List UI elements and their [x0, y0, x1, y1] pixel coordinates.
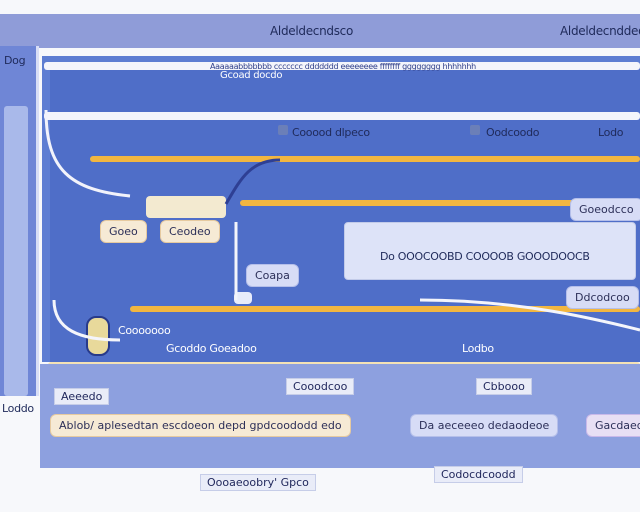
footer-left: Oooaeoobry' Gpco — [200, 474, 316, 491]
header-left-title: Aldeldecndsco — [270, 24, 353, 38]
bottom-left-label: Aeeedo — [54, 388, 110, 405]
header-right-title: Aldeldecnddeod — [560, 24, 640, 38]
left-node-top[interactable] — [146, 196, 226, 218]
center-box-label: Do OOOCOOBD COOOOB GOOODOOCB — [380, 250, 590, 263]
top-strip-small-label: Gcoad docdo — [220, 70, 283, 81]
row-header-bar — [44, 112, 640, 120]
sidebar-top-label: Dog — [4, 54, 26, 67]
row-chip-1[interactable]: Cooood dlpeco — [292, 126, 370, 139]
center-box[interactable] — [344, 222, 636, 280]
left-node-a[interactable]: Goeo — [100, 220, 147, 243]
sidebar-track[interactable] — [4, 106, 28, 396]
flow-bar-mid — [240, 200, 640, 206]
row-chip-2[interactable]: Oodcoodo — [486, 126, 540, 139]
bottom-top-label-1: Cooodcoo — [286, 378, 355, 395]
arrow-label[interactable]: Coapa — [246, 264, 299, 287]
main-panel — [42, 56, 640, 362]
bottom-top-label-2: Cbbooo — [476, 378, 532, 395]
top-strip-text: Aaaaaabbbbbbb ccccccc ddddddd eeeeeeee f… — [210, 62, 476, 71]
main-inner — [50, 66, 640, 362]
lower-band-title: Cooooooo — [118, 324, 171, 337]
lower-band-right-label: Lodbo — [462, 342, 494, 355]
left-sidebar: Dog — [0, 46, 39, 396]
footer-right: Codocdcoodd — [434, 466, 523, 483]
lower-band-handle-icon[interactable] — [86, 316, 110, 356]
bottom-row-pill-3[interactable]: Gacdaedo — [586, 414, 640, 437]
right-top-node[interactable]: Goeodcco — [570, 198, 640, 221]
right-bottom-node[interactable]: Ddcodcoo — [566, 286, 639, 309]
left-node-b[interactable]: Ceodeo — [160, 220, 220, 243]
bottom-row-pill-2[interactable]: Da aeceeeo dedaodeoe — [410, 414, 559, 437]
sidebar-label: Loddo — [2, 402, 34, 415]
bottom-row-pill-1[interactable]: Ablob/ aplesedtan escdoeon depd gpdcoodo… — [50, 414, 351, 437]
connector-node — [234, 292, 252, 304]
header-band — [0, 14, 640, 48]
row-chip-3[interactable]: Lodo — [598, 126, 624, 139]
top-strip-bar — [44, 62, 640, 70]
flow-bar-top — [90, 156, 640, 162]
flow-bar-lower — [130, 306, 640, 312]
chip-1-marker-icon — [278, 125, 288, 135]
lower-band-subtitle: Gcoddo Goeadoo — [166, 342, 257, 355]
chip-2-marker-icon — [470, 125, 480, 135]
